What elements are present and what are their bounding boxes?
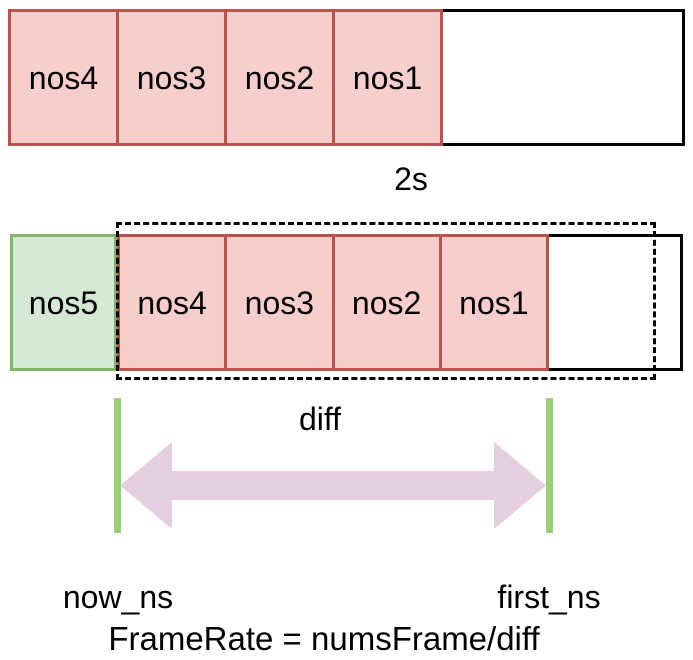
frame-cell: nos1 [438, 237, 546, 368]
frame-cell: nos3 [116, 12, 224, 143]
filled-frames-2: nos4 nos3 nos2 nos1 [117, 234, 549, 371]
duration-label: 2s [394, 161, 428, 197]
first-tick [546, 398, 553, 533]
double-arrow-shape [120, 442, 546, 529]
diff-label: diff [298, 401, 342, 437]
first-ns-label: first_ns [497, 579, 601, 615]
frame-cell: nos4 [28, 59, 99, 96]
frame-cell: nos2 [331, 237, 439, 368]
frame-cell: nos4 [137, 284, 207, 321]
frame-cell: nos1 [332, 12, 440, 143]
buffer-row-2: nos5 nos4 nos3 nos2 nos1 [10, 222, 683, 380]
buffer-row-1: nos4 nos3 nos2 nos1 [8, 9, 685, 146]
filled-frames-1: nos4 nos3 nos2 nos1 [8, 9, 443, 146]
frame-cell: nos3 [224, 237, 331, 368]
frame-cell: nos2 [224, 12, 332, 143]
framerate-formula: FrameRate = numsFrame/diff [108, 620, 540, 657]
new-frame-cell: nos5 [10, 234, 117, 371]
now-tick [114, 398, 121, 533]
diff-double-arrow [120, 442, 546, 529]
now-ns-label: now_ns [62, 579, 174, 615]
